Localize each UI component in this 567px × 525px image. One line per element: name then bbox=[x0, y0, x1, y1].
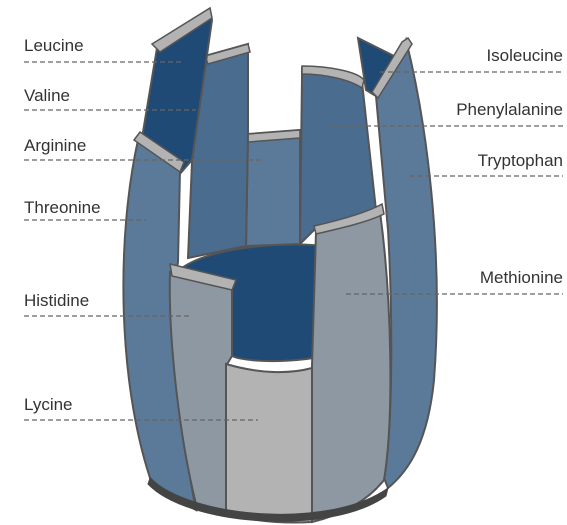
label-phenylalanine: Phenylalanine bbox=[456, 100, 563, 120]
label-arginine: Arginine bbox=[24, 136, 86, 156]
stave-back-center bbox=[246, 130, 300, 246]
stave-methionine bbox=[312, 212, 390, 522]
label-leucine: Leucine bbox=[24, 36, 84, 56]
label-tryptophan: Tryptophan bbox=[478, 151, 563, 171]
label-histidine: Histidine bbox=[24, 291, 89, 311]
label-isoleucine: Isoleucine bbox=[486, 46, 563, 66]
label-methionine: Methionine bbox=[480, 268, 563, 288]
label-threonine: Threonine bbox=[24, 198, 101, 218]
label-lycine: Lycine bbox=[24, 395, 73, 415]
stave-lycine bbox=[226, 364, 312, 523]
label-valine: Valine bbox=[24, 86, 70, 106]
